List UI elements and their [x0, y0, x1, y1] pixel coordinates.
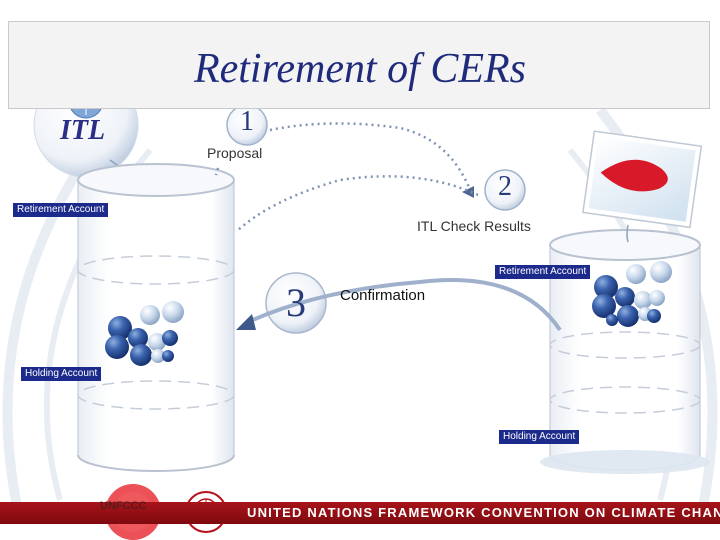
proposal-arrow — [269, 122, 474, 198]
left-retirement-account-label: Retirement Account — [13, 203, 109, 217]
confirmation-arrow — [236, 278, 562, 332]
right-cer-units — [592, 261, 672, 327]
step-1-label: Proposal — [207, 145, 263, 161]
step-2-number: 2 — [498, 171, 512, 202]
left-holding-account-label: Holding Account — [21, 367, 102, 381]
itl-logo-text: ITL — [60, 115, 106, 146]
footer-banner-text: UNITED NATIONS FRAMEWORK CONVENTION ON C… — [247, 505, 720, 520]
itl-check-arrow — [235, 175, 479, 233]
left-cer-units — [105, 301, 184, 366]
step-1-number: 1 — [240, 106, 254, 137]
step-2-label: ITL Check Results — [417, 218, 531, 234]
unfccc-logo-text: UNFCCC — [100, 500, 147, 512]
right-retirement-account-label: Retirement Account — [495, 265, 591, 279]
step-3-number: 3 — [286, 280, 306, 325]
slide-title: Retirement of CERs — [193, 46, 527, 92]
left-arrow-down — [214, 167, 220, 176]
japan-flag-image — [582, 130, 703, 229]
title-box — [8, 21, 710, 109]
step-2-marker — [484, 169, 526, 211]
right-holding-account-label: Holding Account — [499, 430, 580, 444]
footer-banner — [0, 502, 720, 524]
left-registry-cylinder — [77, 163, 235, 472]
step-3-label: Confirmation — [340, 287, 426, 304]
